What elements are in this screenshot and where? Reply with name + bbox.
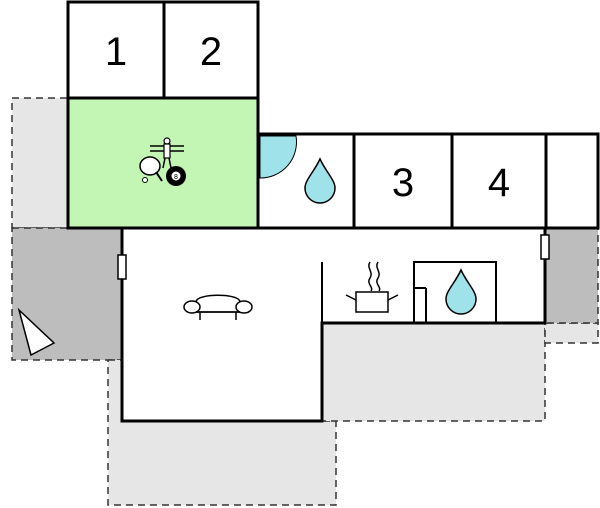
foosball-icon [150,137,184,169]
window-icon [117,254,127,280]
room-bedroom-1 [66,0,166,100]
cooking-pot-icon [345,261,399,313]
terrace-right-bottom [321,322,546,422]
room-storage [544,132,600,230]
table-tennis-icon [139,156,163,183]
room-label-1: 1 [105,30,127,74]
terrace-right-lower [544,322,599,344]
billiard-8-ball-icon: 8 [166,166,186,186]
room-label-4: 4 [488,161,510,205]
terrace-left-upper [11,97,69,229]
room-label-3: 3 [392,161,414,205]
window-icon [540,234,550,260]
terrace-right-dark [544,227,599,324]
water-drop-icon [445,268,477,315]
games-room [66,96,260,230]
eight-ball-number: 8 [174,174,178,181]
room-bedroom-2 [162,0,260,100]
water-drop-icon [304,157,336,204]
sofa-icon [183,294,253,320]
door-swing-icon [259,135,297,179]
room-label-2: 2 [200,30,222,74]
bathroom-kitchen [413,261,497,323]
compass-icon [17,307,56,357]
